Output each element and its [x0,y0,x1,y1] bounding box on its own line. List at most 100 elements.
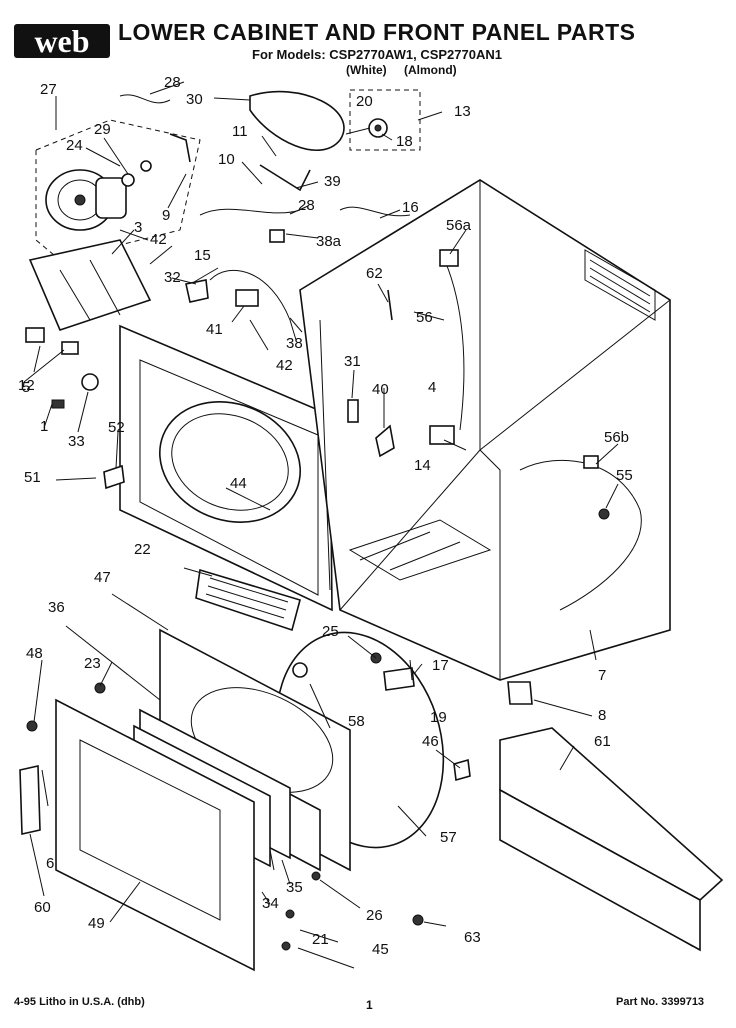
wire-harness-16 [339,206,411,217]
callout-28a: 28 [164,74,181,91]
callout-40: 40 [372,381,389,398]
part-41-switch [235,289,259,307]
part-55-screw [598,508,610,520]
idler-arm [259,164,311,192]
part-58 [292,662,308,678]
callout-15: 15 [194,247,211,264]
door-handle [19,765,41,835]
callout-9: 9 [162,207,170,224]
callout-30: 30 [186,91,203,108]
wire-harness-28b [199,208,301,216]
wire-harness-38 [209,269,297,341]
part-4-block [429,425,455,445]
callout-45: 45 [372,941,389,958]
callout-28b: 28 [298,197,315,214]
callout-38: 38 [286,335,303,352]
callout-44: 44 [230,475,247,492]
callout-11: 11 [232,123,248,140]
callout-61: 61 [594,733,611,750]
callout-55: 55 [616,467,633,484]
motor-group-outline [35,119,201,261]
callout-12: 12 [18,377,35,394]
callout-10: 10 [218,151,235,168]
part-1-screw [51,399,65,409]
callout-13: 13 [454,103,471,120]
part-5b [61,341,79,355]
drum-belt [249,90,345,151]
screw-26 [311,871,321,881]
drum-opening [158,401,302,523]
callout-56: 56 [416,309,433,326]
callout-22: 22 [134,541,151,558]
footer-page-number: 1 [366,998,373,1012]
toe-panel [499,727,724,901]
screw-63 [412,914,424,926]
callout-63: 63 [464,929,481,946]
callout-36: 36 [48,599,65,616]
callout-38a: 38a [316,233,342,250]
leader-lines [23,81,619,969]
callout-56b: 56b [604,429,629,446]
drive-motor [45,169,127,231]
footer-part-number: Part No. 3399713 [616,996,705,1008]
callout-16: 16 [402,199,419,216]
callout-46: 46 [422,733,439,750]
part-46-clip [453,758,471,782]
part-5-bracket [25,327,45,343]
callout-52: 52 [108,419,125,436]
callout-14: 14 [414,457,431,474]
callout-4: 4 [428,379,436,396]
callout-18: 18 [396,133,413,150]
logo-text: web [34,23,89,59]
callout-21: 21 [312,931,329,948]
idler-group-outline [349,89,421,151]
web-logo: web [14,20,110,60]
callout-8: 8 [598,707,606,724]
callout-35: 35 [286,879,303,896]
callout-7: 7 [598,667,606,684]
screw-23 [94,682,106,694]
callout-33: 33 [68,433,85,450]
part-19-bracket [383,667,415,691]
callout-51: 51 [24,469,41,486]
callout-41: 41 [206,321,223,338]
callout-19: 19 [430,709,447,726]
callout-32: 32 [164,269,181,286]
cabinet-vent [584,249,656,321]
callout-25: 25 [322,623,339,640]
web-logo-mark: web [14,23,110,59]
models-line: For Models: CSP2770AW1, CSP2770AN1 [252,47,502,62]
callout-17: 17 [432,657,449,674]
callout-42a: 42 [150,231,167,248]
footer-litho: 4-95 Litho in U.S.A. (dhb) [14,996,145,1008]
part-33-washer [81,373,99,391]
callout-57: 57 [440,829,457,846]
callout-23: 23 [84,655,101,672]
callout-56a: 56a [446,217,472,234]
variant-almond: (Almond) [404,63,457,77]
callout-26: 26 [366,907,383,924]
callout-31: 31 [344,353,361,370]
callout-49: 49 [88,915,105,932]
callout-29: 29 [94,121,111,138]
model-variants: (White) (Almond) [346,63,471,77]
callout-27: 27 [40,81,57,98]
variant-white: (White) [346,63,387,77]
door-outer-panel [55,698,255,972]
motor-mount [28,239,152,331]
callout-60: 60 [34,899,51,916]
screw-45 [281,941,291,951]
screw-48 [26,720,38,732]
part-31 [347,399,359,423]
bracket-9 [169,133,191,163]
callout-42b: 42 [276,357,293,374]
base-panel [348,519,492,581]
wire-harness-56b [519,459,642,611]
callout-labels: 1 3 4 5 6 7 8 9 10 11 12 13 14 15 16 17 … [18,74,633,958]
screw-21 [285,909,295,919]
callout-39: 39 [324,173,341,190]
callout-3: 3 [134,219,142,236]
callout-20: 20 [356,93,373,110]
toe-panel-front [499,788,701,952]
